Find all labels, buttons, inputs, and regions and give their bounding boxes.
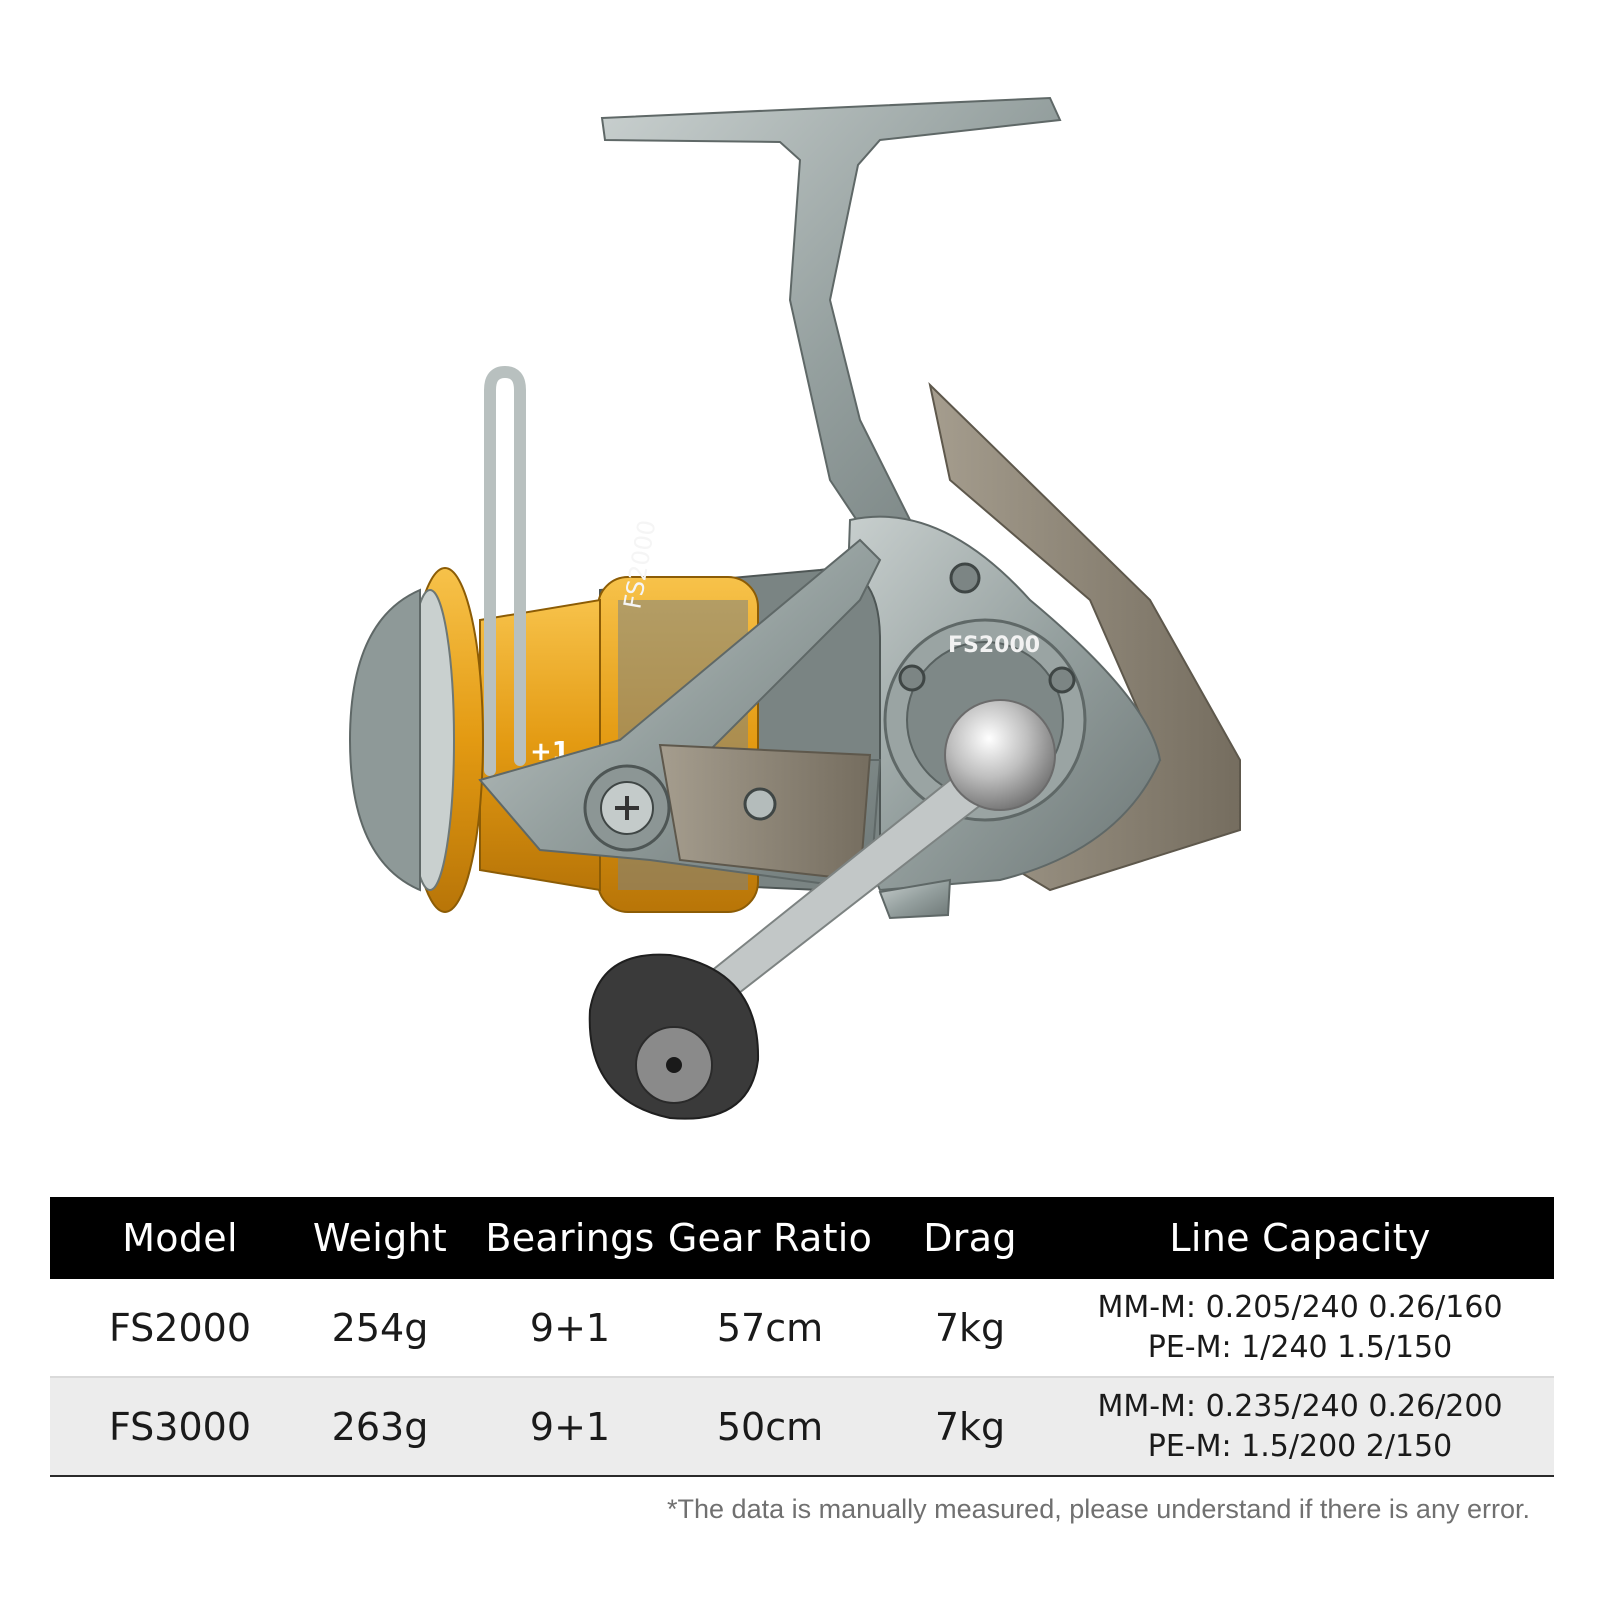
table-row: FS2000 254g 9+1 57cm 7kg MM-M: 0.205/240… [50,1279,1554,1376]
cell-bearings: 9+1 [529,1305,611,1350]
cell-line-capacity: MM-M: 0.235/240 0.26/200 PE-M: 1.5/200 2… [1090,1378,1510,1475]
bail-wire [484,365,526,776]
table-row: FS3000 263g 9+1 50cm 7kg MM-M: 0.235/240… [50,1376,1554,1475]
cell-drag: 7kg [934,1305,1006,1350]
cell-line-capacity: MM-M: 0.205/240 0.26/160 PE-M: 1/240 1.5… [1090,1279,1510,1376]
cell-weight: 254g [331,1305,429,1350]
line-capacity-mono: MM-M: 0.205/240 0.26/160 [1097,1289,1503,1325]
line-capacity-pe: PE-M: 1.5/200 2/150 [1147,1428,1453,1464]
table-bottom-rule [50,1475,1554,1477]
handle-ball [944,699,1056,811]
table-header: Model Weight Bearings Gear Ratio Drag Li… [50,1197,1554,1279]
line-capacity-pe: PE-M: 1/240 1.5/150 [1147,1329,1453,1365]
cell-model: FS3000 [108,1404,252,1449]
spool-cap [348,588,421,892]
header-drag: Drag [923,1216,1017,1260]
cell-gear-ratio: 57cm [716,1305,824,1350]
reel-foot [600,96,1062,602]
knob-label: FS2000 [948,633,1040,658]
line-capacity-mono: MM-M: 0.235/240 0.26/200 [1097,1388,1503,1424]
header-line-capacity: Line Capacity [1169,1216,1431,1260]
cell-drag: 7kg [934,1404,1006,1449]
cell-model: FS2000 [108,1305,252,1350]
cell-bearings: 9+1 [529,1404,611,1449]
header-bearings: Bearings [485,1216,655,1260]
fishing-reel-image: FS2000 FS2000 +1 [348,96,1241,1120]
header-gear-ratio: Gear Ratio [667,1216,873,1260]
header-weight: Weight [312,1216,448,1260]
header-model: Model [122,1216,238,1260]
reel-body-rear [928,381,1241,892]
footnote: *The data is manually measured, please u… [667,1494,1530,1524]
cell-gear-ratio: 50cm [716,1404,824,1449]
cell-weight: 263g [331,1404,429,1449]
spec-table: Model Weight Bearings Gear Ratio Drag Li… [50,1197,1554,1477]
